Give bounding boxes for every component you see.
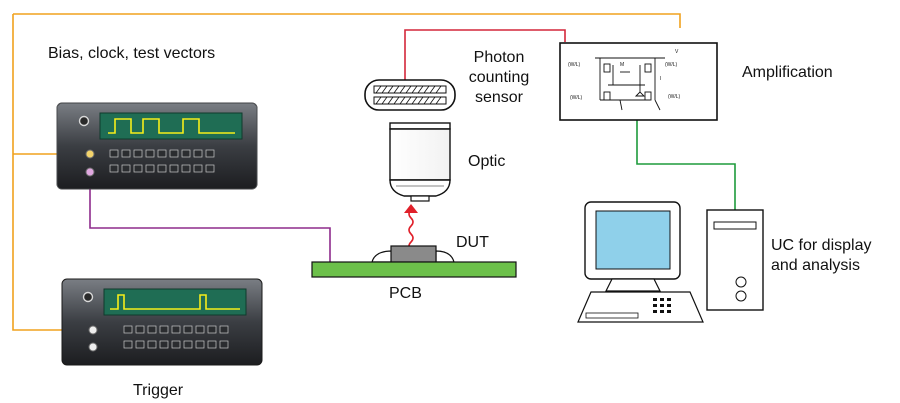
svg-text:(W/L): (W/L) — [568, 62, 581, 68]
svg-text:I: I — [660, 76, 661, 82]
connector-port-icon — [85, 167, 95, 177]
dut-chip — [390, 245, 437, 263]
svg-text:M: M — [620, 62, 624, 68]
svg-text:(W/L): (W/L) — [665, 62, 678, 68]
svg-text:(W/L): (W/L) — [668, 94, 681, 100]
microscope-objective-icon — [389, 122, 451, 202]
sensor-wire — [404, 29, 566, 80]
pcb-board — [311, 245, 517, 278]
svg-text:(W/L): (W/L) — [570, 95, 583, 101]
svg-text:V: V — [675, 49, 679, 55]
waveform-icon — [110, 294, 240, 310]
trigger-label: Trigger — [133, 382, 184, 399]
connector-port-icon — [88, 325, 98, 335]
sensor-label-line2: counting — [468, 69, 530, 86]
uc-label-line1: UC for display — [771, 237, 872, 254]
wires — [12, 13, 736, 331]
optic-label: Optic — [468, 153, 506, 170]
signal-generator-bottom — [61, 278, 263, 366]
photon-sensor-icon — [364, 79, 456, 111]
lcd-display — [103, 288, 247, 316]
lcd-display — [99, 112, 243, 140]
power-button-icon — [78, 115, 90, 127]
uc-display-label: UC for display and analysis — [771, 236, 871, 276]
dut-label: DUT — [456, 234, 489, 251]
bias-clock-label: Bias, clock, test vectors — [48, 45, 216, 62]
sensor-label-line1: Photon — [473, 49, 525, 66]
keypad-icon — [109, 149, 215, 173]
amplifier-circuit-icon: (W/L) (W/L) (W/L) (W/L) V M I — [559, 42, 718, 121]
keypad-icon — [123, 325, 229, 349]
monitor-screen — [595, 210, 671, 270]
desktop-computer-icon — [577, 201, 764, 323]
waveform-icon — [108, 118, 235, 134]
connector-port-icon — [88, 342, 98, 352]
dut-wire — [89, 172, 331, 262]
connector-port-icon — [85, 149, 95, 159]
sensor-label-line3: sensor — [474, 89, 524, 106]
amplification-label: Amplification — [742, 64, 833, 81]
uc-label-line2: and analysis — [771, 257, 860, 274]
data-wire — [636, 120, 736, 210]
power-button-icon — [82, 291, 94, 303]
photon-emission-icon — [404, 204, 418, 251]
photon-sensor-label: Photon counting sensor — [456, 48, 542, 108]
signal-generator-top — [56, 102, 258, 190]
pcb-label: PCB — [389, 285, 422, 302]
